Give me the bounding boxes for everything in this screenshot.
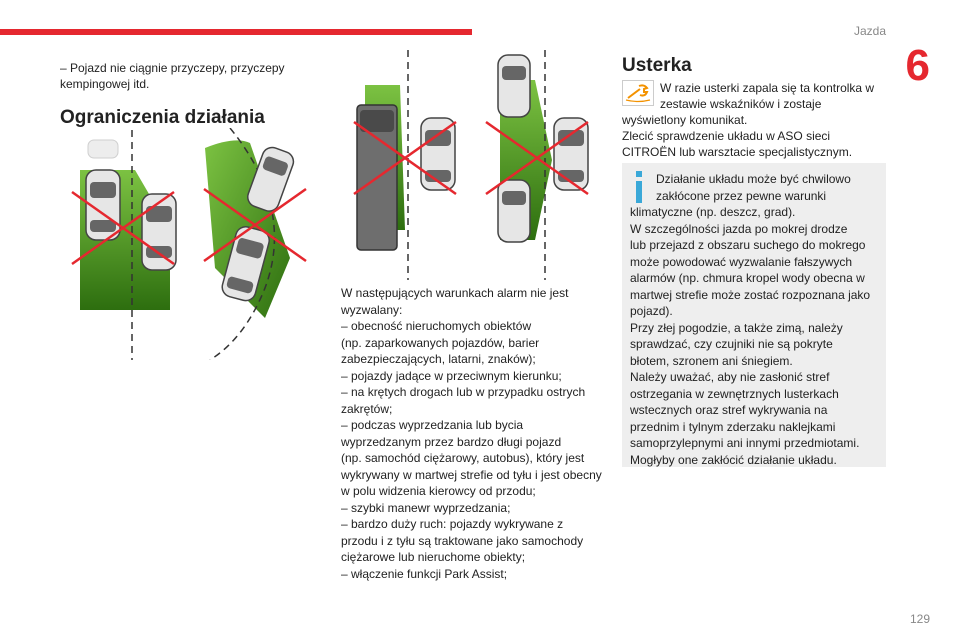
note-line: pojazd). xyxy=(630,304,673,318)
note-line: lub przejazd z obszaru suchego do mokreg… xyxy=(630,238,866,252)
text-line: (np. zaparkowanych pojazdów, barier xyxy=(341,335,540,350)
illustration-heavy-traffic xyxy=(497,50,589,280)
text-line: przodu i z tyłu są traktowane jako samoc… xyxy=(341,533,584,548)
note-line: sprawdzać, czy czujniki nie są pokryte xyxy=(630,337,833,351)
text-line: (np. samochód ciężarowy, autobus), który… xyxy=(341,451,585,465)
cross-line xyxy=(203,187,307,263)
curve-car-icon xyxy=(247,146,295,212)
chapter-accent-bar xyxy=(0,29,472,35)
text-line: – na krętych drogach lub w przypadku ost… xyxy=(341,385,586,399)
text-line: – bardzo duży ruch: pojazdy wykrywane z xyxy=(341,517,564,531)
text-line: zakrętów; xyxy=(341,401,393,416)
fault-heading: Usterka xyxy=(622,55,692,76)
note-line: Mogłyby one zakłócić działanie układu. xyxy=(630,452,837,467)
own-car-icon xyxy=(553,117,589,191)
warning-line: zestawie wskaźników i zostaje xyxy=(660,97,822,111)
illustration-curve xyxy=(205,128,295,360)
rear-car-icon xyxy=(497,179,531,243)
note-line: przednim i tylnym zderzaku naklejkami xyxy=(630,419,836,434)
text-line: wyprzedzanym przez bardzo długi pojazd xyxy=(341,434,562,449)
note-line: błotem, szronem ani śniegiem. xyxy=(630,353,793,368)
column-1: – Pojazd nie ciągnie przyczepy, przyczep… xyxy=(60,60,300,128)
note-line: alarmów (np. chmura kropel wody obecna w xyxy=(630,271,865,285)
text-line: wyzwalany: xyxy=(341,302,403,317)
warning-row: W razie usterki zapala się ta kontrolka … xyxy=(622,80,892,112)
note-line: samoprzylepnymi ani innymi przedmiotami. xyxy=(630,436,860,450)
text-line: W następujących warunkach alarm nie jest xyxy=(341,286,569,300)
note-line: zakłócone przez pewne warunki xyxy=(656,188,827,203)
text-line: wykrywany w martwej strefie od tyłu i je… xyxy=(341,467,602,482)
cross-line xyxy=(485,120,589,196)
cross-mark-2 xyxy=(203,187,307,263)
own-car-icon xyxy=(221,226,270,302)
text-line: – włączenie funkcji Park Assist; xyxy=(341,566,508,581)
note-line: ostrzegania w zewnętrznych lusterkach xyxy=(630,386,839,401)
wrench-warning-icon xyxy=(622,80,654,106)
info-note-box: Działanie układu może być chwilowo zakłóc… xyxy=(622,163,886,467)
own-car-icon xyxy=(85,169,121,241)
info-icon xyxy=(636,171,642,203)
column-3: Usterka W razie usterki zapala się ta ko… xyxy=(622,55,892,160)
cross-line xyxy=(353,120,457,196)
note-line: martwej strefie może zostać rozpoznana j… xyxy=(630,287,871,302)
chapter-number: 6 xyxy=(905,41,930,90)
conditions-text: W następujących warunkach alarm nie jest… xyxy=(341,285,605,582)
intro-line: – Pojazd nie ciągnie przyczepy, przyczep… xyxy=(60,61,285,91)
cross-mark-1 xyxy=(71,190,175,266)
car-ghost-icon xyxy=(87,139,119,159)
warning-line: CITROËN lub warsztacie specjalistycznym. xyxy=(622,145,853,159)
note-line: Należy uważać, aby nie zasłonić stref xyxy=(630,370,830,384)
note-line: klimatyczne (np. deszcz, grad). xyxy=(630,205,796,219)
warning-line: W razie usterki zapala się ta kontrolka … xyxy=(660,81,875,95)
text-line: ciężarowe lub nieruchome obiekty; xyxy=(341,550,526,564)
section-name: Jazda xyxy=(853,24,886,38)
cross-line xyxy=(71,190,175,266)
warning-text: W razie usterki zapala się ta kontrolka … xyxy=(660,80,874,112)
limits-heading: Ograniczenia działania xyxy=(60,107,265,128)
note-line: Działanie układu może być chwilowo xyxy=(656,172,851,186)
text-line: – obecność nieruchomych obiektów xyxy=(341,319,532,333)
note-line: może powodować wyzwalanie fałszywych xyxy=(630,254,853,269)
text-line: zabezpieczających, latarni, znaków); xyxy=(341,352,536,366)
note-line: W szczególności jazda po mokrej drodze xyxy=(630,221,848,236)
page-number: 129 xyxy=(909,612,930,626)
text-line: w polu widzenia kierowcy od przodu; xyxy=(341,484,536,498)
warning-line: Zlecić sprawdzenie układu w ASO sieci xyxy=(622,129,831,143)
own-car-icon xyxy=(420,117,456,191)
info-note-text: Działanie układu może być chwilowo zakłóc… xyxy=(630,171,878,468)
warning-line: wyświetlony komunikat. xyxy=(622,113,748,127)
front-car-icon xyxy=(497,54,531,118)
note-line: wstecznych oraz stref wykrywania na xyxy=(630,403,828,417)
note-line: Przy złej pogodzie, a także zimą, należy xyxy=(630,320,843,335)
text-line: – podczas wyprzedzania lub bycia xyxy=(341,418,524,432)
cross-mark-4 xyxy=(485,120,589,196)
text-line: – szybki manewr wyprzedzania; xyxy=(341,500,511,515)
text-line: – pojazdy jadące w przeciwnym kierunku; xyxy=(341,368,562,383)
cross-mark-3 xyxy=(353,120,457,196)
